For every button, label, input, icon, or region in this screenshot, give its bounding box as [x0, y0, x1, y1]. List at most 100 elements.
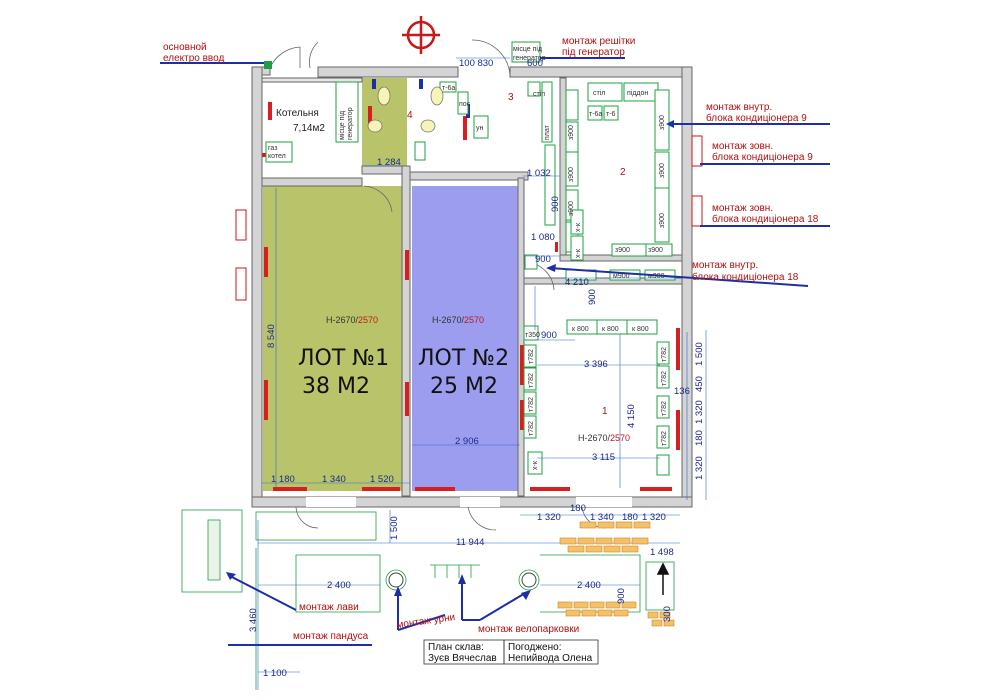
- label-z900-f: з900: [659, 213, 666, 228]
- label-stil: стіл: [593, 89, 605, 97]
- label-z900-d: з900: [659, 115, 666, 130]
- windows: [262, 102, 680, 491]
- boiler-room-title: Котельня: [276, 108, 319, 119]
- signature-agreed-label: Погоджено:: [508, 642, 561, 653]
- dim-3115: 3 115: [592, 452, 615, 463]
- lot2-height: Н-2670/2570: [432, 315, 484, 325]
- dim-600: 600: [527, 58, 543, 69]
- dim-r136: 136: [674, 386, 690, 397]
- dim-180-a: 180: [570, 503, 586, 514]
- label-hk-2: х-к: [575, 222, 582, 232]
- label-k800-1: к 800: [572, 326, 589, 333]
- room1-height: Н-2670/2570: [578, 433, 630, 443]
- callout-bike: монтаж велопарковки: [478, 624, 579, 635]
- callout-electro-l1: основной: [163, 42, 207, 53]
- callout-ac-inner-18-l2: блока кондиціонера 18: [692, 271, 799, 283]
- dim-1340: 1 340: [322, 474, 346, 485]
- dim-900-e: 900: [616, 588, 627, 604]
- label-hk-1: х-к: [532, 460, 539, 470]
- callout-ac-inner-9-l1: монтаж внутр.: [706, 102, 772, 113]
- callout-electro-l2: електро ввод: [163, 53, 224, 64]
- gas-boiler-l1: газ: [268, 145, 277, 152]
- dim-1180: 1 180: [271, 474, 295, 485]
- outer-walls: [251, 66, 693, 508]
- label-t782-5: т782: [661, 347, 668, 362]
- label-piddon: піддон: [627, 89, 648, 97]
- dim-1320-a: 1 320: [537, 512, 561, 523]
- dim-1498: 1 498: [650, 547, 674, 558]
- dim-900-d: 900: [541, 330, 557, 341]
- label-k800-3: к 800: [632, 326, 649, 333]
- dim-900-a: 900: [550, 196, 561, 212]
- callout-ac-inner-18-l1: монтаж внутр.: [692, 260, 758, 271]
- dim-11944: 11 944: [456, 537, 484, 548]
- dim-8540: 8 540: [266, 324, 277, 348]
- callout-ac-outer-9-l1: монтаж зовн.: [712, 141, 773, 152]
- gen-place-top-l2: генератор: [513, 55, 546, 62]
- label-z900-g: з900: [615, 247, 630, 254]
- gen-place-top-l1: місце під: [513, 45, 542, 53]
- room-number-2: 2: [620, 167, 626, 178]
- label-t6: т-6: [606, 111, 616, 118]
- signature-made-label: План склав:: [428, 642, 484, 653]
- dim-1080: 1 080: [531, 232, 555, 243]
- dim-r1320-b: 1 320: [694, 456, 705, 480]
- dim-2906: 2 906: [455, 436, 479, 447]
- label-t782-3: т782: [528, 397, 535, 412]
- gen-place-l2: генератор: [347, 107, 354, 140]
- label-t782-1: т782: [528, 349, 535, 364]
- dim-1032: 1 032: [527, 168, 551, 179]
- dim-180-b: 180: [622, 512, 638, 523]
- room-number-3: 3: [508, 92, 514, 103]
- dim-3396: 3 396: [584, 359, 608, 370]
- dim-3460: 3 460: [248, 608, 259, 632]
- label-z900-a: з900: [568, 125, 575, 140]
- room-number-4: 4: [407, 110, 413, 121]
- label-t6a: т-6а: [589, 111, 602, 118]
- callout-bench: монтаж лави: [299, 602, 359, 613]
- dim-2400-b: 2 400: [577, 580, 601, 591]
- label-pos: пос: [459, 101, 471, 108]
- label-t782-4: т782: [528, 421, 535, 436]
- callout-grille-l1: монтаж решітки: [562, 36, 635, 47]
- signature-made-name: Зуєв Вячеслав: [428, 653, 497, 664]
- label-t6a-bath: т-6а: [442, 85, 455, 92]
- label-m900-2: м900: [648, 273, 665, 280]
- label-un: ун: [476, 125, 484, 132]
- label-z900-b: з900: [568, 167, 575, 182]
- gas-boiler-l2: котел: [268, 153, 286, 160]
- lot2-title: ЛОТ №2: [418, 346, 509, 371]
- label-hk-3: х-к: [575, 248, 582, 258]
- label-z900-c: з900: [568, 201, 575, 216]
- label-stip: стіп: [533, 90, 545, 98]
- dim-100830: 100 830: [459, 58, 493, 69]
- dim-4210: 4 210: [565, 277, 589, 288]
- dim-1340-b: 1 340: [590, 512, 614, 523]
- lot1-title: ЛОТ №1: [298, 346, 389, 371]
- furniture: [265, 41, 676, 476]
- callout-ac-outer-18-l2: блока кондиціонера 18: [712, 213, 819, 225]
- label-t782-7: т782: [661, 401, 668, 416]
- dim-4150: 4 150: [626, 404, 637, 428]
- callout-ramp: монтаж пандуса: [293, 631, 369, 642]
- dim-1100: 1 100: [263, 668, 287, 679]
- label-t350: т350: [525, 332, 540, 339]
- dim-r180: 180: [694, 430, 705, 446]
- lot1-height: Н-2670/2570: [326, 315, 378, 325]
- dim-2400-a: 2 400: [327, 580, 351, 591]
- lot2-area: [412, 186, 520, 491]
- signature-agreed-name: Непийвода Олена: [508, 653, 593, 664]
- paving: [557, 521, 675, 627]
- dim-r1500: 1 500: [694, 342, 705, 366]
- callout-ac-inner-9-l2: блока кондиціонера 9: [706, 112, 807, 124]
- dim-900-b: 900: [535, 254, 551, 265]
- label-z900-e: з900: [659, 163, 666, 178]
- callout-grille-l2: під генератор: [562, 47, 625, 58]
- label-t782-2: т782: [528, 373, 535, 388]
- callout-urn: монтаж урни: [396, 612, 456, 631]
- label-k800-2: к 800: [602, 326, 619, 333]
- lot1-area: 38 М2: [302, 374, 370, 399]
- label-t782-6: т782: [661, 371, 668, 386]
- dim-1284: 1 284: [377, 157, 401, 168]
